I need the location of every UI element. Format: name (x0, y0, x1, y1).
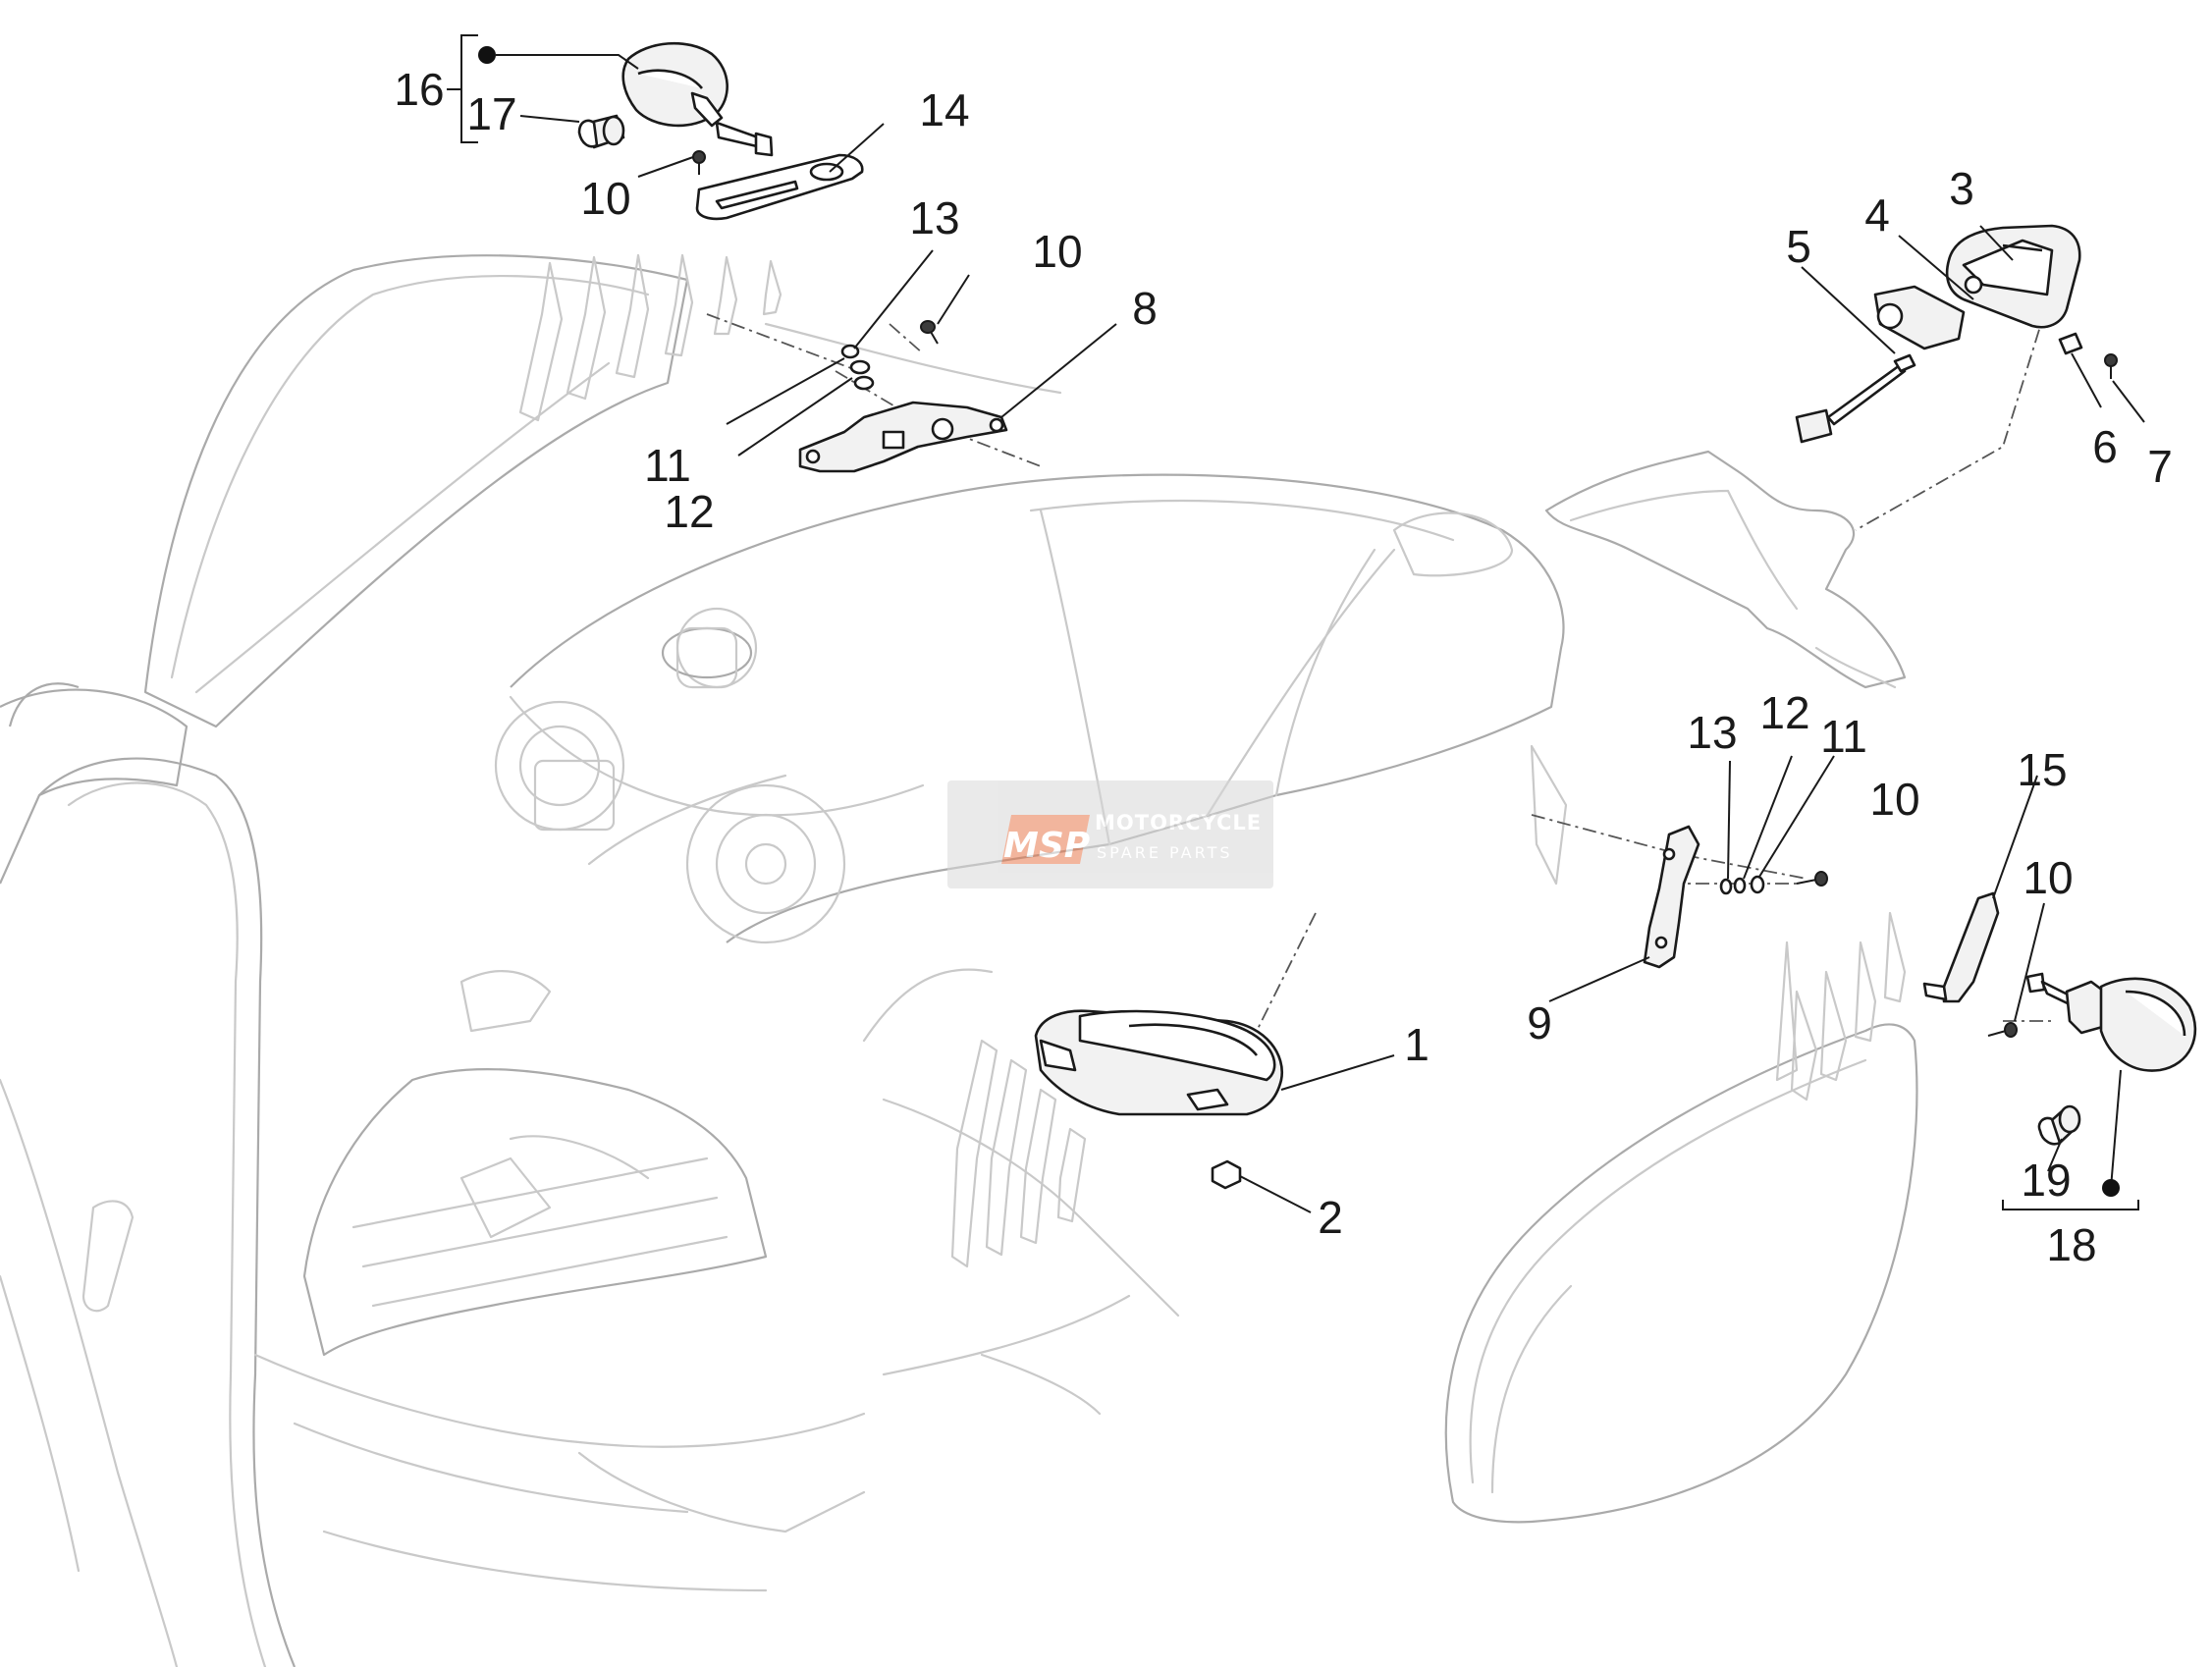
callout-7: 7 (2147, 441, 2173, 492)
callout-10-top: 10 (580, 173, 630, 224)
part-1-tail-light (1034, 1009, 1284, 1116)
part-16-indicator (621, 41, 774, 157)
part-14-gasket (695, 153, 864, 221)
watermark-logo-shape (1001, 815, 1090, 864)
part-2-nut (1211, 1159, 1242, 1190)
part-15-gasket (1922, 891, 2000, 1003)
callout-12-right: 12 (1759, 687, 1809, 738)
callout-2: 2 (1318, 1192, 1343, 1243)
part-8-bracket (798, 401, 1008, 473)
part-17-bulb (577, 114, 625, 149)
part-10-screw-lower-right (1987, 1022, 2018, 1038)
callout-1: 1 (1404, 1019, 1430, 1070)
callout-11-right: 11 (1820, 711, 1867, 762)
callout-10-right: 10 (1869, 774, 1919, 825)
callout-3: 3 (1949, 163, 1974, 214)
part-5-socket (1795, 353, 1916, 444)
callout-12-top: 12 (664, 486, 714, 537)
watermark-background (947, 780, 1273, 888)
leader-lines (447, 34, 2145, 1213)
bullet-marker-18 (2102, 1179, 2120, 1197)
callout-16: 16 (394, 64, 444, 115)
watermark-line1: MOTORCYCLE (1095, 811, 1262, 834)
callout-10-lower-right: 10 (2023, 852, 2073, 903)
bullet-marker-16 (478, 46, 496, 64)
part-4-lens (1873, 285, 1966, 350)
part-10-screw-right (1796, 871, 1828, 887)
callout-17: 17 (466, 88, 516, 139)
callout-18: 18 (2046, 1219, 2096, 1270)
part-19-bulb (2037, 1104, 2081, 1146)
callout-15: 15 (2017, 744, 2067, 795)
callout-9: 9 (1527, 997, 1552, 1049)
scooter-body-outline (0, 253, 1918, 1667)
part-9-bracket (1643, 825, 1700, 969)
watermark-logo: MSP (1003, 826, 1090, 866)
callout-4: 4 (1864, 189, 1890, 241)
watermark-line2: SPARE PARTS (1097, 843, 1233, 862)
part-3-housing (1945, 224, 2081, 329)
part-7-screw (2104, 353, 2118, 379)
callout-11-top: 11 (644, 440, 691, 491)
callout-10-mid: 10 (1032, 226, 1082, 277)
callout-5: 5 (1786, 221, 1811, 272)
callout-19: 19 (2021, 1155, 2071, 1206)
part-6-nut (2058, 332, 2083, 355)
part-18-indicator (2025, 972, 2197, 1072)
callout-8: 8 (1132, 283, 1158, 334)
part-11-12-13-washers-right (1719, 875, 1765, 895)
callout-13-right: 13 (1687, 707, 1737, 758)
part-10-screw-mid (920, 320, 939, 345)
msp-watermark: MSP MOTORCYCLE SPARE PARTS (947, 780, 1273, 888)
part-10-screw-top (692, 150, 706, 175)
callout-13-top: 13 (909, 192, 959, 243)
callout-labels: 16 17 14 10 13 10 8 11 12 3 4 5 6 7 13 1… (394, 64, 2172, 1270)
callout-6: 6 (2092, 421, 2118, 472)
callout-14: 14 (919, 84, 969, 135)
